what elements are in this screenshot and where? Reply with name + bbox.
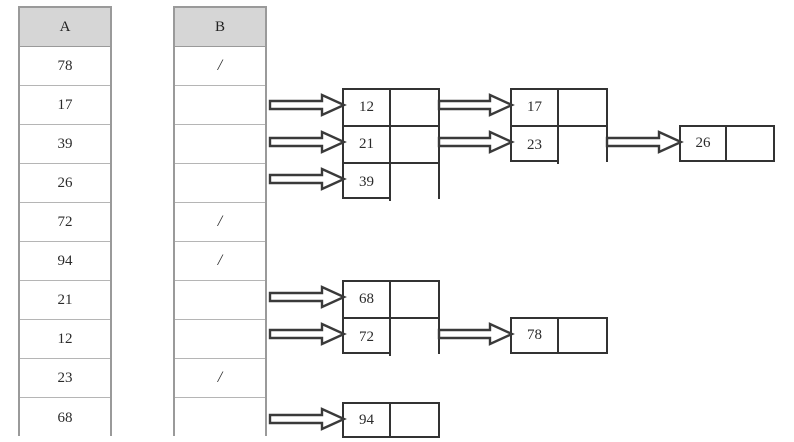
node-21[interactable]: 21 [344,127,438,164]
node-78-key: 78 [512,319,559,352]
array-a-cell-6[interactable]: 21 [20,281,110,320]
arrow-b2-to-node-21 [268,130,347,154]
array-a-header: A [20,8,110,47]
node-12-key: 12 [344,90,391,125]
node-21-pointer [391,127,438,162]
array-a-cell-8[interactable]: 23 [20,359,110,398]
node-group-6: 94 [342,402,440,438]
node-17-pointer [559,90,606,125]
node-94[interactable]: 94 [344,404,438,436]
arrow-node-72-to-node-78 [437,322,515,346]
arrow-b9-to-node-94 [268,407,347,431]
array-b-cell-6[interactable] [175,281,265,320]
node-39-pointer [391,164,438,201]
node-17-key: 17 [512,90,559,125]
array-a-cell-9[interactable]: 68 [20,398,110,438]
node-12-pointer [391,90,438,125]
array-a-table: A 78 17 39 26 72 94 21 12 23 68 [18,6,112,438]
node-39[interactable]: 39 [344,164,438,201]
array-b-cell-4[interactable]: / [175,203,265,242]
array-b-table: B / / / / [173,6,267,438]
array-a-cell-2[interactable]: 39 [20,125,110,164]
node-39-key: 39 [344,164,391,201]
array-b-cell-0[interactable]: / [175,47,265,86]
arrow-node-23-to-node-26 [605,130,684,154]
arrow-b6-to-node-68 [268,285,347,309]
node-68-key: 68 [344,282,391,317]
array-a-cell-7[interactable]: 12 [20,320,110,359]
node-26-pointer [727,127,773,160]
node-26-key: 26 [681,127,727,160]
arrow-node-12-to-node-17 [437,93,515,117]
node-78-pointer [559,319,606,352]
arrow-node-21-to-node-23 [437,130,515,154]
array-b-cell-7[interactable] [175,320,265,359]
node-17[interactable]: 17 [512,90,606,127]
node-group-1: 12 21 39 [342,88,440,201]
node-94-key: 94 [344,404,391,436]
node-group-5: 78 [510,317,608,354]
arrow-b7-to-node-72 [268,322,347,346]
array-a-cell-5[interactable]: 94 [20,242,110,281]
node-23[interactable]: 23 [512,127,606,164]
node-94-pointer [391,404,438,436]
node-26[interactable]: 26 [681,127,773,160]
node-group-2: 17 23 [510,88,608,164]
array-a-cell-0[interactable]: 78 [20,47,110,86]
node-21-key: 21 [344,127,391,162]
array-b-cell-1[interactable] [175,86,265,125]
array-b-header: B [175,8,265,47]
node-23-key: 23 [512,127,559,164]
array-a-cell-1[interactable]: 17 [20,86,110,125]
node-72-pointer [391,319,438,356]
node-78[interactable]: 78 [512,319,606,352]
node-12[interactable]: 12 [344,90,438,127]
array-b-cell-5[interactable]: / [175,242,265,281]
array-b-cell-8[interactable]: / [175,359,265,398]
array-b-cell-3[interactable] [175,164,265,203]
node-72-key: 72 [344,319,391,356]
array-b-cell-2[interactable] [175,125,265,164]
node-group-3: 26 [679,125,775,162]
arrow-b3-to-node-39 [268,167,347,191]
arrow-b1-to-node-12 [268,93,347,117]
node-68[interactable]: 68 [344,282,438,319]
node-group-4: 68 72 [342,280,440,356]
array-a-cell-4[interactable]: 72 [20,203,110,242]
node-72[interactable]: 72 [344,319,438,356]
node-68-pointer [391,282,438,317]
array-a-cell-3[interactable]: 26 [20,164,110,203]
node-23-pointer [559,127,606,164]
array-b-cell-9[interactable] [175,398,265,438]
